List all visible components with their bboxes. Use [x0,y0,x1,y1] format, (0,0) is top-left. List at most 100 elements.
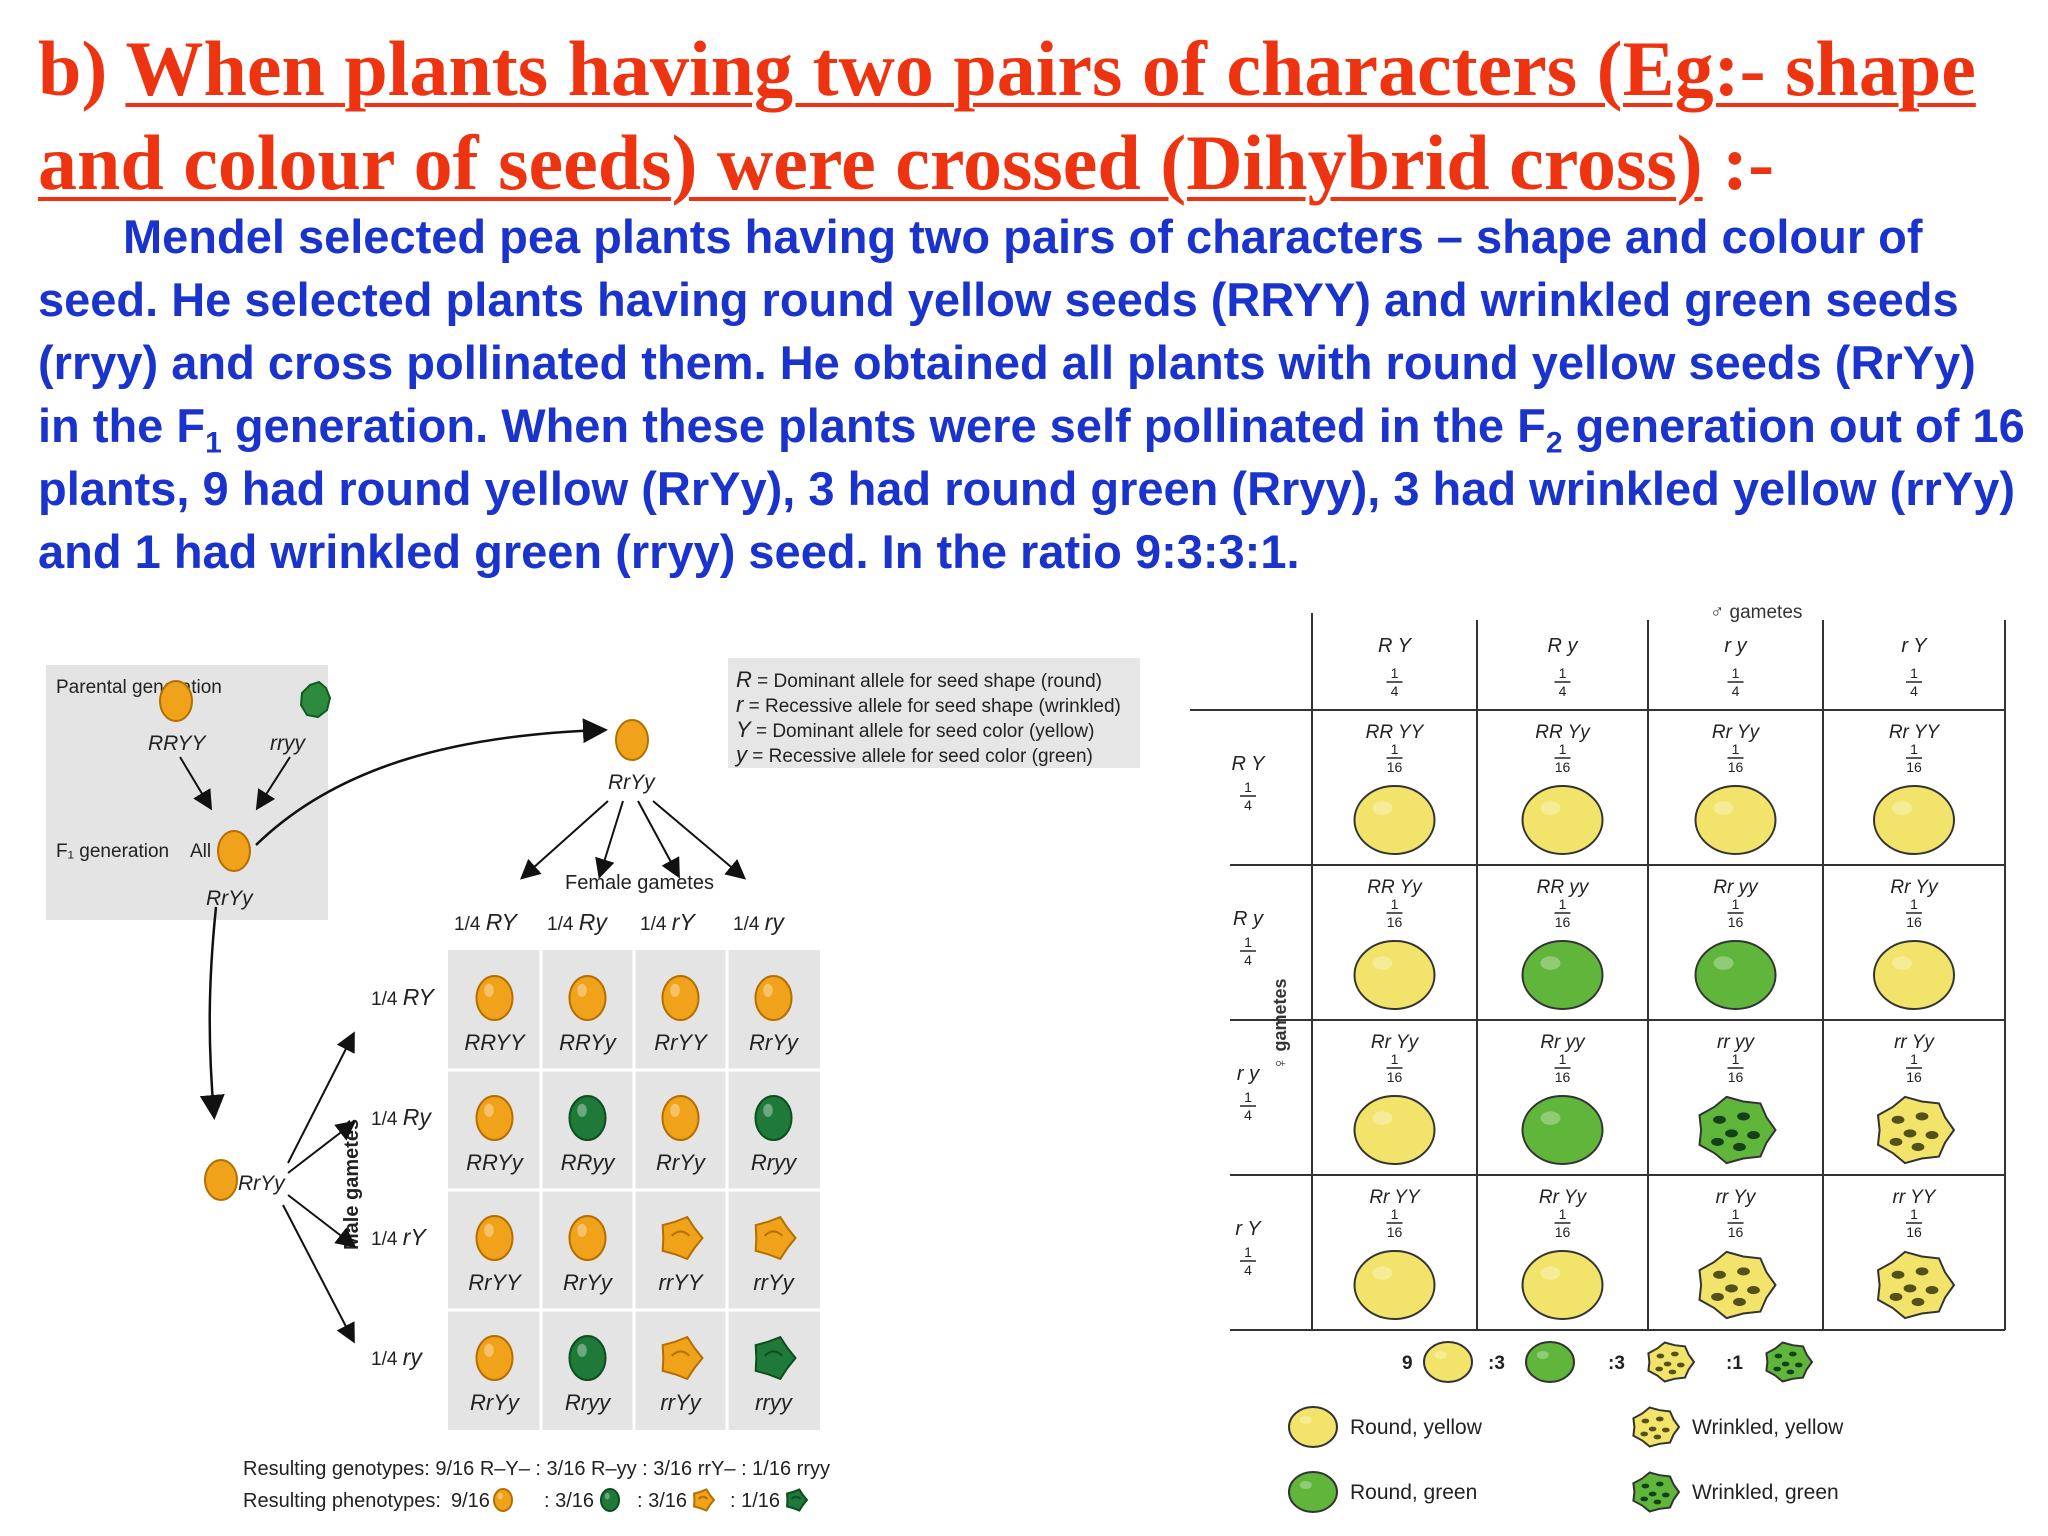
male-gamete-header: r Y [1901,635,1928,657]
left-cell-genotype: RRyy [561,1150,617,1175]
right-cell-fraction: 116 [1727,741,1744,775]
right-cell-genotype: Rr yy [1540,1032,1586,1053]
right-cell-fraction: 116 [1906,1051,1922,1085]
svg-text:1: 1 [1732,665,1740,681]
svg-text:16: 16 [1728,1224,1744,1240]
female-gamete-fraction: 14 [1240,934,1256,968]
left-cell-genotype: rrYy [660,1390,702,1415]
svg-text:1: 1 [1910,741,1918,757]
svg-text:16: 16 [1728,1069,1744,1085]
female-gamete-fraction: 14 [1240,1089,1256,1123]
left-cell-genotype: RrYy [749,1030,800,1055]
svg-text:1: 1 [1732,1206,1740,1222]
female-gamete-4: 1/4 ry [733,909,785,935]
svg-text:1: 1 [1244,1244,1252,1260]
svg-text:1: 1 [1559,896,1567,912]
left-cell-seed [754,1335,797,1381]
svg-text:1: 1 [1910,1206,1918,1222]
right-cell-seed [1873,940,1955,1010]
svg-text:16: 16 [1555,1069,1571,1085]
female-gamete-fraction: 14 [1240,1244,1256,1278]
female-parent-genotype: RrYy [608,771,656,794]
left-cell-seed [568,1335,607,1381]
left-cell-genotype: RrYY [468,1270,522,1295]
right-cell-genotype: rr Yy [1716,1187,1757,1208]
female-gamete-header: r Y [1235,1218,1262,1240]
right-cell-fraction: 116 [1386,1206,1403,1240]
right-cell-seed [1521,1095,1604,1165]
resulting-phenotypes: Resulting phenotypes:9/16: 3/16: 3/16: 1… [243,1488,809,1512]
right-cell-genotype: Rr yy [1713,877,1759,898]
female-gamete-header: r y [1237,1063,1260,1085]
svg-text:16: 16 [1555,914,1571,930]
svg-text:1: 1 [1732,1051,1740,1067]
male-gamete-1: 1/4 RY [371,984,435,1010]
heading-suffix: :- [1702,119,1775,206]
male-gamete-2: 1/4 Ry [371,1104,432,1130]
right-cell-fraction: 116 [1727,1051,1744,1085]
male-gamete-4: 1/4 ry [371,1344,423,1370]
left-cell-seed [475,975,514,1021]
svg-text:1: 1 [1391,741,1399,757]
phenotype-seed-icon [492,1488,514,1512]
svg-text:1: 1 [1391,665,1399,681]
svg-text:1: 1 [1559,1206,1567,1222]
svg-text:1: 1 [1244,1089,1252,1105]
svg-text:1: 1 [1559,1051,1567,1067]
male-gamete-fraction: 14 [1906,665,1922,699]
svg-text:16: 16 [1387,1224,1403,1240]
left-cell-seed [661,975,700,1021]
ratio-value: :3 [1488,1353,1505,1374]
right-cell-genotype: rr Yy [1894,1032,1935,1053]
allele-legend-box [728,658,1140,768]
ratio-value: 9 [1402,1353,1413,1374]
left-cell-genotype: rrYy [753,1270,795,1295]
female-gamete-1: 1/4 RY [454,909,518,935]
left-cell-seed [661,1095,700,1141]
parent-seed-green-wrinkled [299,680,332,719]
right-cell-seed [1873,785,1955,855]
female-gametes-label: Female gametes [565,872,714,894]
paragraph-part-3: generation out of 16 plants, 9 had round… [38,399,2025,578]
svg-text:4: 4 [1244,797,1252,813]
female-parent-seed [615,719,649,761]
female-gametes-label: ♀ gametes [1270,978,1290,1070]
right-cell-fraction: 116 [1386,741,1403,775]
description-paragraph: Mendel selected pea plants having two pa… [38,205,2028,640]
female-gamete-fraction: 14 [1240,779,1256,813]
right-cell-seed [1521,1250,1604,1320]
male-gamete-header: R Y [1378,635,1413,657]
right-cell-genotype: Rr Yy [1371,1032,1420,1053]
paragraph-part-2: generation. When these plants were self … [221,399,1546,452]
right-cell-genotype: RR Yy [1535,722,1591,743]
left-cell-seed [475,1095,514,1141]
right-cell-genotype: Rr Yy [1712,722,1761,743]
left-cell-seed [661,1335,704,1381]
svg-text:16: 16 [1906,759,1922,775]
male-parent-genotype: RrYy [238,1172,286,1195]
right-cell-fraction: 116 [1906,896,1922,930]
phenotype-fraction: : 3/16 [544,1490,594,1512]
right-cell-fraction: 116 [1386,896,1403,930]
right-cell-genotype: rr YY [1893,1187,1937,1208]
left-cell-genotype: Rryy [751,1150,798,1175]
left-cell-seed [475,1215,514,1261]
svg-text:1: 1 [1732,741,1740,757]
allele-legend-item: r = Recessive allele for seed shape (wri… [736,692,1121,717]
right-cell-seed [1353,785,1436,855]
svg-text:1: 1 [1910,665,1918,681]
left-cell-seed [754,1215,797,1261]
svg-text:16: 16 [1728,914,1744,930]
svg-text:16: 16 [1387,759,1403,775]
svg-text:1: 1 [1244,934,1252,950]
right-cell-fraction: 116 [1727,896,1744,930]
male-gametes-label: Male gametes [341,1119,363,1250]
left-cell-seed [568,1095,607,1141]
phenotype-seed-icon [786,1488,809,1512]
right-cell-genotype: Rr YY [1889,722,1941,743]
left-cell-genotype: rryy [755,1390,794,1415]
parent-seed-yellow [159,680,193,722]
right-cell-seed [1876,1095,1956,1165]
